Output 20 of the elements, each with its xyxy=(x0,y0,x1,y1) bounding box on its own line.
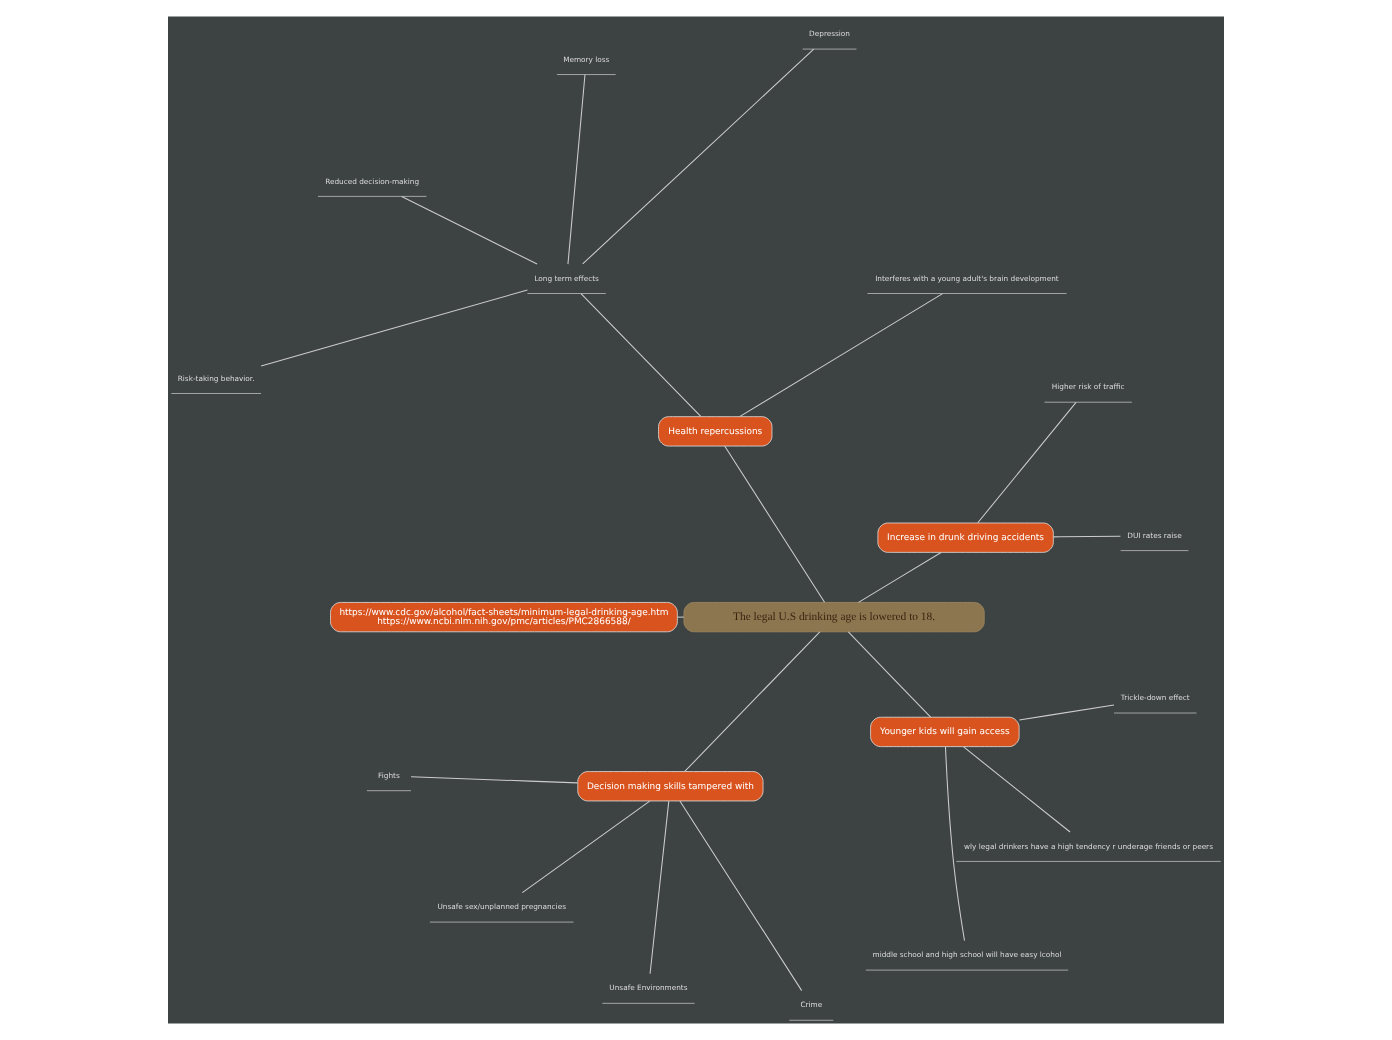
connector xyxy=(847,631,932,718)
connector xyxy=(521,800,651,894)
connector xyxy=(977,401,1077,524)
connector xyxy=(410,776,578,784)
connector xyxy=(580,293,702,417)
connector xyxy=(567,74,586,265)
connector xyxy=(739,293,944,418)
connector xyxy=(962,746,1071,833)
connector xyxy=(858,551,942,603)
connector xyxy=(679,800,803,992)
connector xyxy=(401,195,538,265)
connector xyxy=(944,746,965,942)
connector xyxy=(582,48,815,265)
connector xyxy=(677,616,685,618)
connector xyxy=(260,289,528,367)
connector xyxy=(724,445,826,603)
connector xyxy=(649,800,670,975)
connector xyxy=(684,631,821,772)
connector xyxy=(1018,704,1115,721)
connector xyxy=(1052,535,1121,538)
